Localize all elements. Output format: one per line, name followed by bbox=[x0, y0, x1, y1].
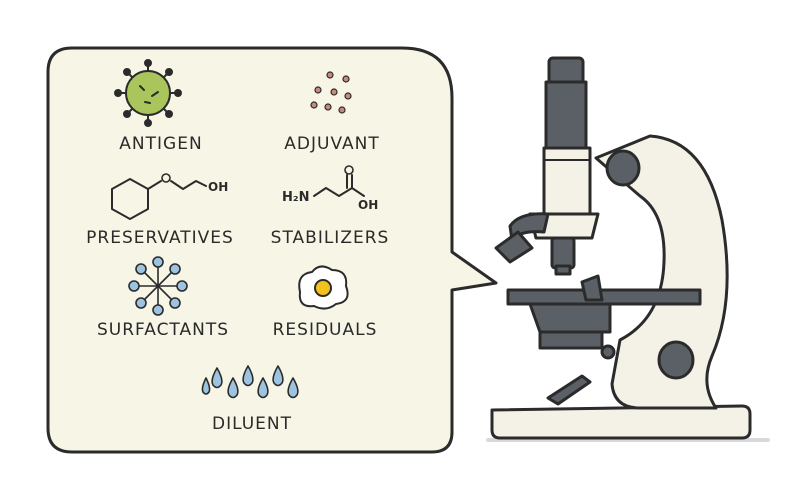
microscope-icon bbox=[486, 56, 770, 442]
label-preservatives: PRESERVATIVES bbox=[86, 228, 234, 248]
egg-icon bbox=[298, 265, 349, 310]
particles-icon bbox=[310, 71, 352, 114]
micelle-icon bbox=[128, 256, 188, 316]
oh-label-left: OH bbox=[208, 180, 228, 194]
coarse-focus-knob bbox=[605, 149, 641, 187]
label-antigen: ANTIGEN bbox=[119, 134, 203, 154]
stage-clip bbox=[580, 274, 604, 302]
label-surfactants: SURFACTANTS bbox=[96, 320, 230, 340]
eyepiece-tube bbox=[544, 80, 588, 152]
amino-acid-molecule-icon bbox=[313, 174, 365, 197]
h2n-label: H₂N bbox=[282, 190, 309, 205]
carbonyl-oxygen-icon bbox=[344, 165, 354, 175]
condenser bbox=[528, 302, 612, 334]
cyclohexyl-ether-molecule-icon bbox=[111, 178, 207, 220]
mirror bbox=[546, 374, 592, 406]
microscope-stage bbox=[506, 288, 702, 306]
oxygen-atom-icon bbox=[161, 173, 171, 183]
label-diluent: DILUENT bbox=[211, 414, 293, 434]
water-drops-icon bbox=[201, 365, 299, 399]
virus-icon bbox=[114, 59, 182, 127]
oh-label-right: OH bbox=[358, 198, 378, 212]
objective-lens-left bbox=[494, 230, 534, 264]
speech-bubble bbox=[46, 46, 498, 454]
eyepiece bbox=[547, 56, 585, 86]
microscope-arm bbox=[594, 134, 729, 410]
objective-lens-center bbox=[550, 236, 576, 270]
label-adjuvant: ADJUVANT bbox=[284, 134, 380, 154]
microscope-base bbox=[490, 404, 752, 440]
label-residuals: RESIDUALS bbox=[272, 320, 378, 340]
body-tube bbox=[542, 146, 592, 216]
label-stabilizers: STABILIZERS bbox=[270, 228, 390, 248]
fine-focus-knob bbox=[657, 340, 695, 380]
